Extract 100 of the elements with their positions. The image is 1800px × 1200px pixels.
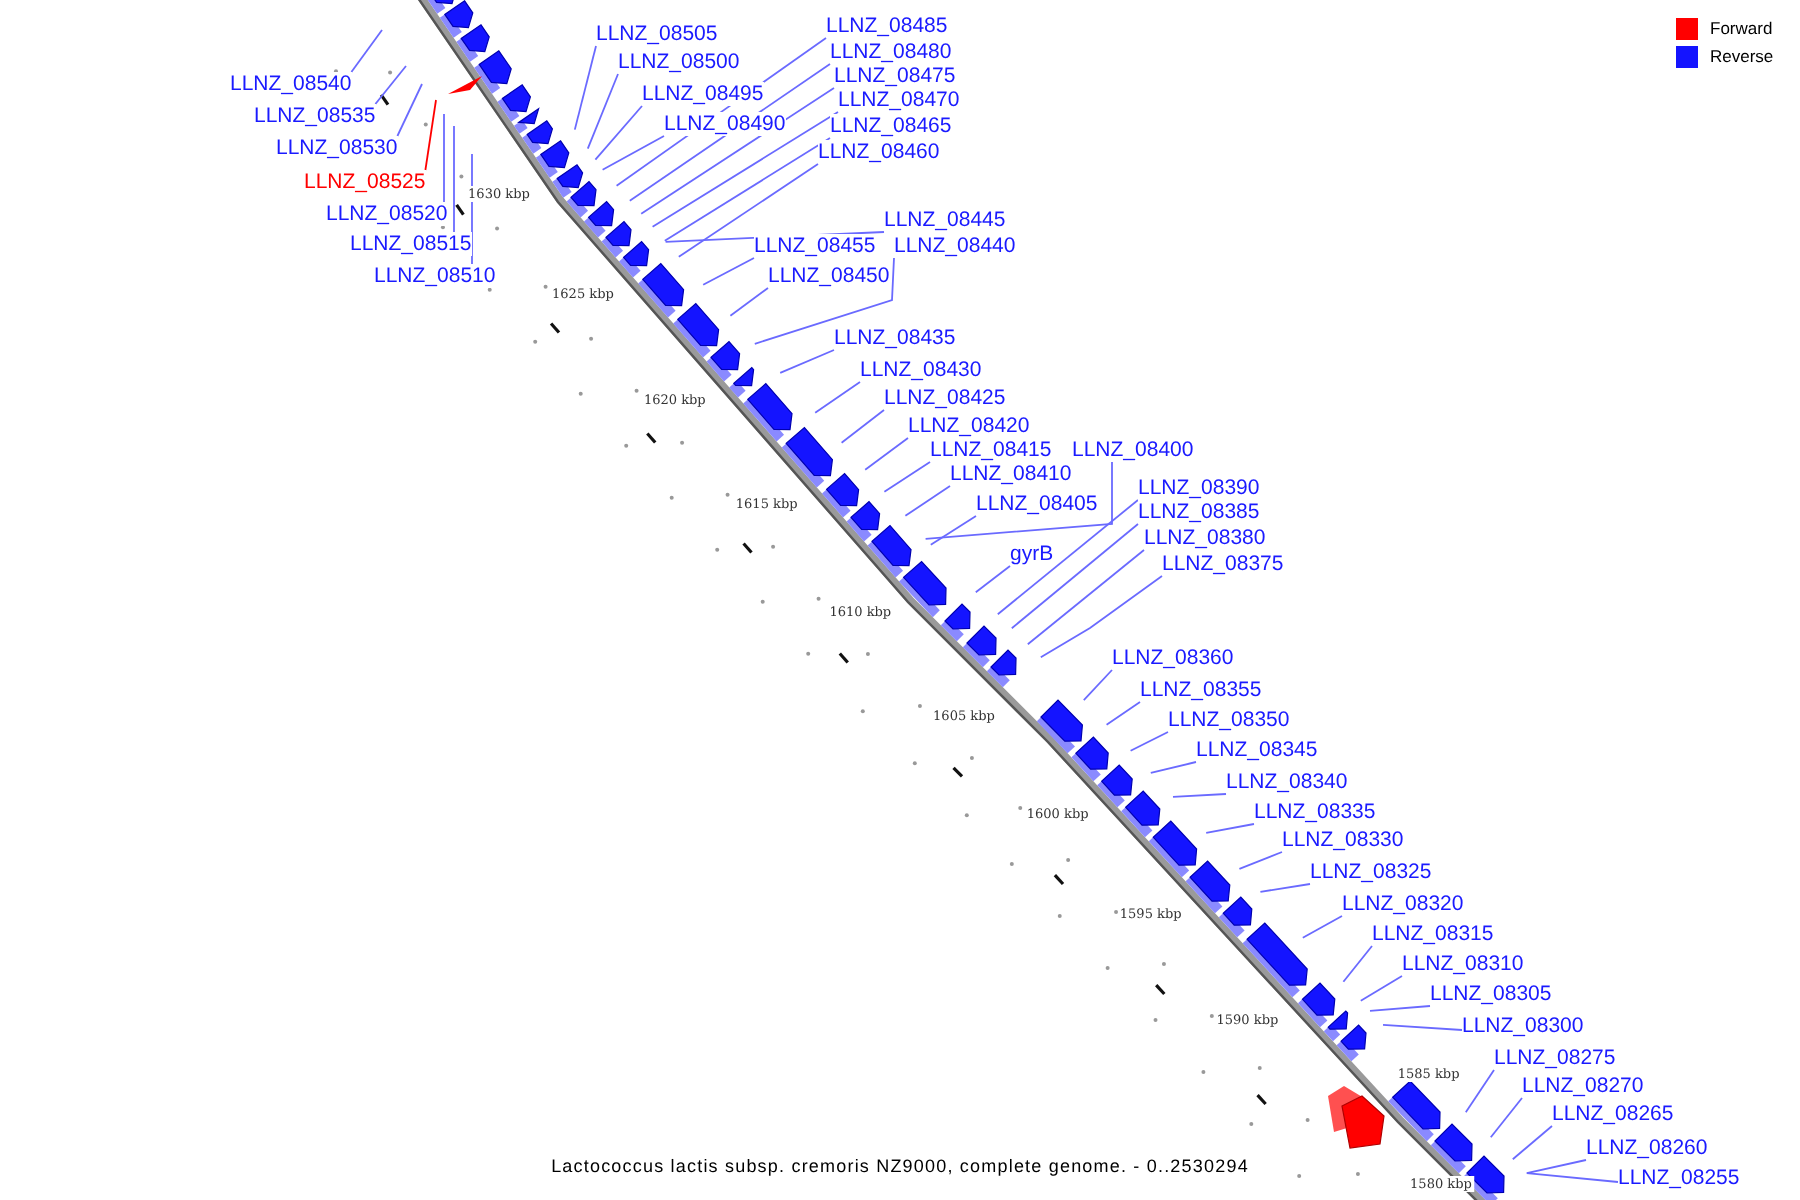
leader-line bbox=[729, 287, 769, 317]
gene-label: LLNZ_08465 bbox=[830, 114, 952, 138]
gene-label: LLNZ_08310 bbox=[1402, 952, 1524, 976]
leader-line bbox=[1359, 975, 1403, 1002]
leader-line bbox=[350, 29, 383, 73]
gene-label: LLNZ_08435 bbox=[834, 326, 956, 350]
gene-label: LLNZ_08460 bbox=[818, 140, 940, 164]
leader-line bbox=[601, 135, 665, 171]
gene-label: LLNZ_08360 bbox=[1112, 646, 1234, 670]
leader-line bbox=[753, 257, 895, 345]
gene-label: LLNZ_08255 bbox=[1618, 1166, 1740, 1190]
gene-label: LLNZ_08415 bbox=[930, 438, 1052, 462]
gene-label: LLNZ_08520 bbox=[326, 202, 448, 226]
gene-label: LLNZ_08305 bbox=[1430, 982, 1552, 1006]
leader-line bbox=[1205, 823, 1255, 834]
gene-label: LLNZ_08275 bbox=[1494, 1046, 1616, 1070]
leader-line bbox=[702, 257, 755, 286]
gene-label: LLNZ_08335 bbox=[1254, 800, 1376, 824]
caption: Lactococcus lactis subsp. cremoris NZ9000, complete genome. - 0..2530294 bbox=[549, 1154, 1251, 1180]
gene-label: LLNZ_08265 bbox=[1552, 1102, 1674, 1126]
gene-label: LLNZ_08320 bbox=[1342, 892, 1464, 916]
gene-label: LLNZ_08430 bbox=[860, 358, 982, 382]
leader-line bbox=[1382, 1023, 1463, 1031]
leader-line bbox=[814, 381, 861, 414]
gene-label: LLNZ_08455 bbox=[754, 234, 876, 258]
leader-line bbox=[840, 409, 885, 444]
leader-line bbox=[1464, 1069, 1495, 1114]
leader-line bbox=[1259, 883, 1311, 893]
leader-line bbox=[929, 515, 977, 546]
leader-line bbox=[1342, 945, 1373, 983]
leader-line bbox=[864, 437, 909, 471]
gene-label: LLNZ_08405 bbox=[976, 492, 1098, 516]
leader-line bbox=[677, 163, 819, 258]
leader-line bbox=[1525, 1159, 1587, 1175]
gene-label: LLNZ_08500 bbox=[618, 50, 740, 74]
gene-label: LLNZ_08450 bbox=[768, 264, 890, 288]
gene-label: LLNZ_08485 bbox=[826, 14, 948, 38]
gene-label: LLNZ_08345 bbox=[1196, 738, 1318, 762]
gene-label: LLNZ_08340 bbox=[1226, 770, 1348, 794]
gene-label: LLNZ_08440 bbox=[894, 234, 1016, 258]
leader-line bbox=[1149, 761, 1197, 774]
gene-label: LLNZ_08495 bbox=[642, 82, 764, 106]
gene-label: LLNZ_08535 bbox=[254, 104, 376, 128]
gene-label: LLNZ_08380 bbox=[1144, 526, 1266, 550]
leader-line bbox=[424, 99, 437, 171]
gene-label: LLNZ_08300 bbox=[1462, 1014, 1584, 1038]
gene-label: LLNZ_08350 bbox=[1168, 708, 1290, 732]
leader-line bbox=[586, 73, 619, 150]
leader-line bbox=[1511, 1125, 1553, 1161]
gene-label: LLNZ_08375 bbox=[1162, 552, 1284, 576]
gene-label: LLNZ_08480 bbox=[830, 40, 952, 64]
leader-line bbox=[996, 499, 1139, 616]
gene-label: LLNZ_08260 bbox=[1586, 1136, 1708, 1160]
gene-label: LLNZ_08315 bbox=[1372, 922, 1494, 946]
leader-line bbox=[594, 105, 643, 161]
gene-label: LLNZ_08325 bbox=[1310, 860, 1432, 884]
legend-label: Forward bbox=[1710, 18, 1773, 40]
leader-line bbox=[1039, 575, 1163, 659]
leader-line bbox=[1082, 669, 1113, 702]
leader-line bbox=[663, 137, 831, 242]
gene-label: LLNZ_08390 bbox=[1138, 476, 1260, 500]
leader-line bbox=[651, 111, 839, 228]
gene-label: LLNZ_08505 bbox=[596, 22, 718, 46]
leader-line bbox=[396, 83, 423, 137]
leader-line bbox=[1525, 1172, 1619, 1183]
gene-label: LLNZ_08420 bbox=[908, 414, 1030, 438]
gene-label: LLNZ_08425 bbox=[884, 386, 1006, 410]
gene-label: LLNZ_08270 bbox=[1522, 1074, 1644, 1098]
leader-line bbox=[1172, 793, 1227, 798]
leader-line bbox=[453, 125, 455, 233]
leader-line bbox=[779, 349, 835, 374]
gene-label: LLNZ_08515 bbox=[350, 232, 472, 256]
leader-line bbox=[1129, 731, 1169, 752]
gene-label: LLNZ_08530 bbox=[276, 136, 398, 160]
leader-line bbox=[1238, 851, 1283, 870]
gene-label: LLNZ_08355 bbox=[1140, 678, 1262, 702]
gene-label: LLNZ_08330 bbox=[1282, 828, 1404, 852]
leader-line bbox=[924, 461, 1113, 540]
leader-line bbox=[573, 45, 597, 131]
gene-label: gyrB bbox=[1010, 542, 1054, 566]
leader-line bbox=[1369, 1005, 1431, 1012]
leader-line bbox=[1301, 915, 1343, 939]
leader-line bbox=[1026, 549, 1145, 646]
gene-label: LLNZ_08540 bbox=[230, 72, 352, 96]
leader-line bbox=[443, 113, 445, 203]
gene-label: LLNZ_08445 bbox=[884, 208, 1006, 232]
leader-line bbox=[974, 565, 1011, 594]
gene-label: LLNZ_08525 bbox=[304, 170, 426, 194]
gene-label: LLNZ_08400 bbox=[1072, 438, 1194, 462]
gene-label: LLNZ_08385 bbox=[1138, 500, 1260, 524]
leader-line bbox=[1105, 701, 1141, 726]
gene-label: LLNZ_08410 bbox=[950, 462, 1072, 486]
leader-line bbox=[1489, 1097, 1523, 1139]
leader-line bbox=[883, 461, 931, 493]
leader-line bbox=[1010, 523, 1139, 630]
leader-line bbox=[904, 485, 951, 517]
gene-label: LLNZ_08490 bbox=[664, 112, 786, 136]
gene-label: LLNZ_08510 bbox=[374, 264, 496, 288]
legend-label: Reverse bbox=[1710, 46, 1774, 68]
gene-label: LLNZ_08475 bbox=[834, 64, 956, 88]
